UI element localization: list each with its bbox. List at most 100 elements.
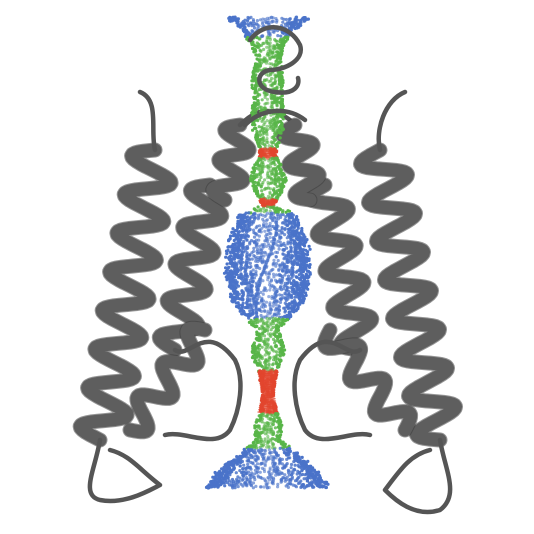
pore-surface-point	[226, 248, 230, 252]
pore-surface-point	[254, 273, 258, 277]
pore-surface-point	[222, 271, 227, 275]
pore-surface-point	[308, 265, 312, 269]
pore-surface-point	[280, 174, 284, 178]
pore-surface-point	[228, 483, 232, 487]
pore-surface-point	[306, 459, 310, 463]
pore-surface-point	[269, 113, 273, 117]
pore-surface-point	[247, 258, 251, 262]
pore-surface-point	[232, 250, 236, 254]
pore-surface-point	[248, 477, 252, 481]
pore-surface-point	[288, 226, 292, 231]
pore-surface-point	[271, 322, 275, 326]
pore-surface-point	[283, 473, 287, 477]
pore-surface-point	[252, 324, 256, 328]
pore-surface-point	[236, 276, 241, 280]
pore-surface-point	[269, 328, 273, 332]
pore-surface-point	[266, 171, 270, 175]
pore-surface-point	[271, 423, 275, 427]
pore-surface-point	[274, 264, 278, 268]
protein-ribbons	[72, 89, 463, 515]
pore-surface-point	[269, 97, 274, 101]
pore-surface-point	[299, 247, 303, 251]
pore-surface-point	[287, 469, 291, 473]
pore-surface-point	[290, 273, 294, 277]
pore-surface-point	[258, 68, 262, 72]
pore-surface-point	[242, 225, 246, 229]
pore-surface-point	[262, 165, 266, 169]
pore-surface-point	[282, 448, 286, 452]
pore-surface-point	[287, 306, 291, 310]
pore-surface-point	[253, 96, 257, 101]
pore-surface-point	[253, 356, 257, 360]
pore-surface-point	[279, 215, 283, 219]
pore-surface-point	[253, 426, 257, 430]
pore-surface-point	[274, 473, 278, 477]
pore-surface-point	[268, 317, 272, 321]
pore-surface-point	[213, 470, 217, 475]
pore-surface-point	[260, 260, 264, 264]
pore-surface-point	[244, 211, 248, 215]
pore-surface-point	[285, 277, 289, 281]
pore-surface-point	[262, 485, 266, 489]
pore-surface-point	[265, 244, 269, 248]
pore-surface-point	[275, 20, 279, 24]
pore-surface-point	[230, 299, 234, 303]
pore-surface-point	[273, 415, 277, 420]
pore-surface-point	[278, 354, 282, 358]
pore-surface-point	[219, 483, 223, 487]
pore-surface-point	[274, 255, 278, 259]
pore-surface-point	[262, 429, 266, 433]
pore-surface-point	[251, 462, 255, 466]
pore-surface-point	[233, 17, 237, 21]
pore-surface-point	[239, 261, 243, 266]
pore-surface-point	[303, 473, 307, 477]
pore-surface-point	[255, 90, 259, 94]
pore-surface-point	[261, 305, 266, 309]
pore-surface-point	[266, 339, 270, 343]
pore-surface-point	[224, 275, 228, 279]
pore-surface-point	[268, 221, 272, 226]
pore-surface-point	[251, 350, 255, 354]
pore-surface-point	[263, 106, 267, 110]
pore-surface-point	[307, 244, 311, 248]
pore-surface-point	[215, 484, 219, 488]
pore-surface-point	[262, 440, 266, 444]
pore-surface-point	[243, 249, 247, 253]
pore-surface-point	[250, 322, 254, 326]
pore-surface-point	[269, 310, 273, 314]
pore-surface-point	[256, 107, 260, 111]
pore-surface-point	[294, 233, 298, 237]
pore-surface-point	[274, 456, 278, 460]
pore-surface-point	[225, 278, 229, 282]
pore-surface-point	[309, 482, 313, 486]
loop-right-bottom	[382, 437, 453, 515]
pore-surface-point	[278, 240, 282, 244]
pore-surface-point	[258, 173, 262, 177]
pore-surface-point	[303, 462, 308, 466]
pore-surface-point	[283, 314, 287, 318]
pore-surface-point	[275, 39, 279, 43]
pore-surface-point	[284, 318, 288, 322]
pore-surface-point	[275, 243, 279, 247]
pore-surface-point	[305, 284, 309, 288]
pore-surface-point	[260, 251, 265, 255]
pore-surface-point	[239, 249, 243, 253]
pore-surface-point	[236, 215, 240, 220]
pore-surface-point	[254, 420, 258, 424]
pore-surface-point	[268, 162, 273, 166]
pore-surface-point	[267, 80, 271, 84]
pore-surface-point	[278, 446, 282, 450]
pore-surface-point	[286, 297, 290, 301]
pore-surface-point	[237, 306, 241, 310]
pore-surface-point	[271, 252, 275, 256]
pore-surface-point	[255, 466, 259, 470]
pore-surface-point	[261, 444, 265, 448]
pore-surface-point	[238, 25, 242, 29]
pore-surface-point	[251, 111, 255, 115]
pore-surface-point	[280, 269, 285, 273]
pore-surface-point	[270, 195, 274, 199]
pore-surface-point	[254, 259, 258, 263]
pore-surface-point	[279, 229, 283, 233]
pore-surface-point	[268, 187, 273, 191]
